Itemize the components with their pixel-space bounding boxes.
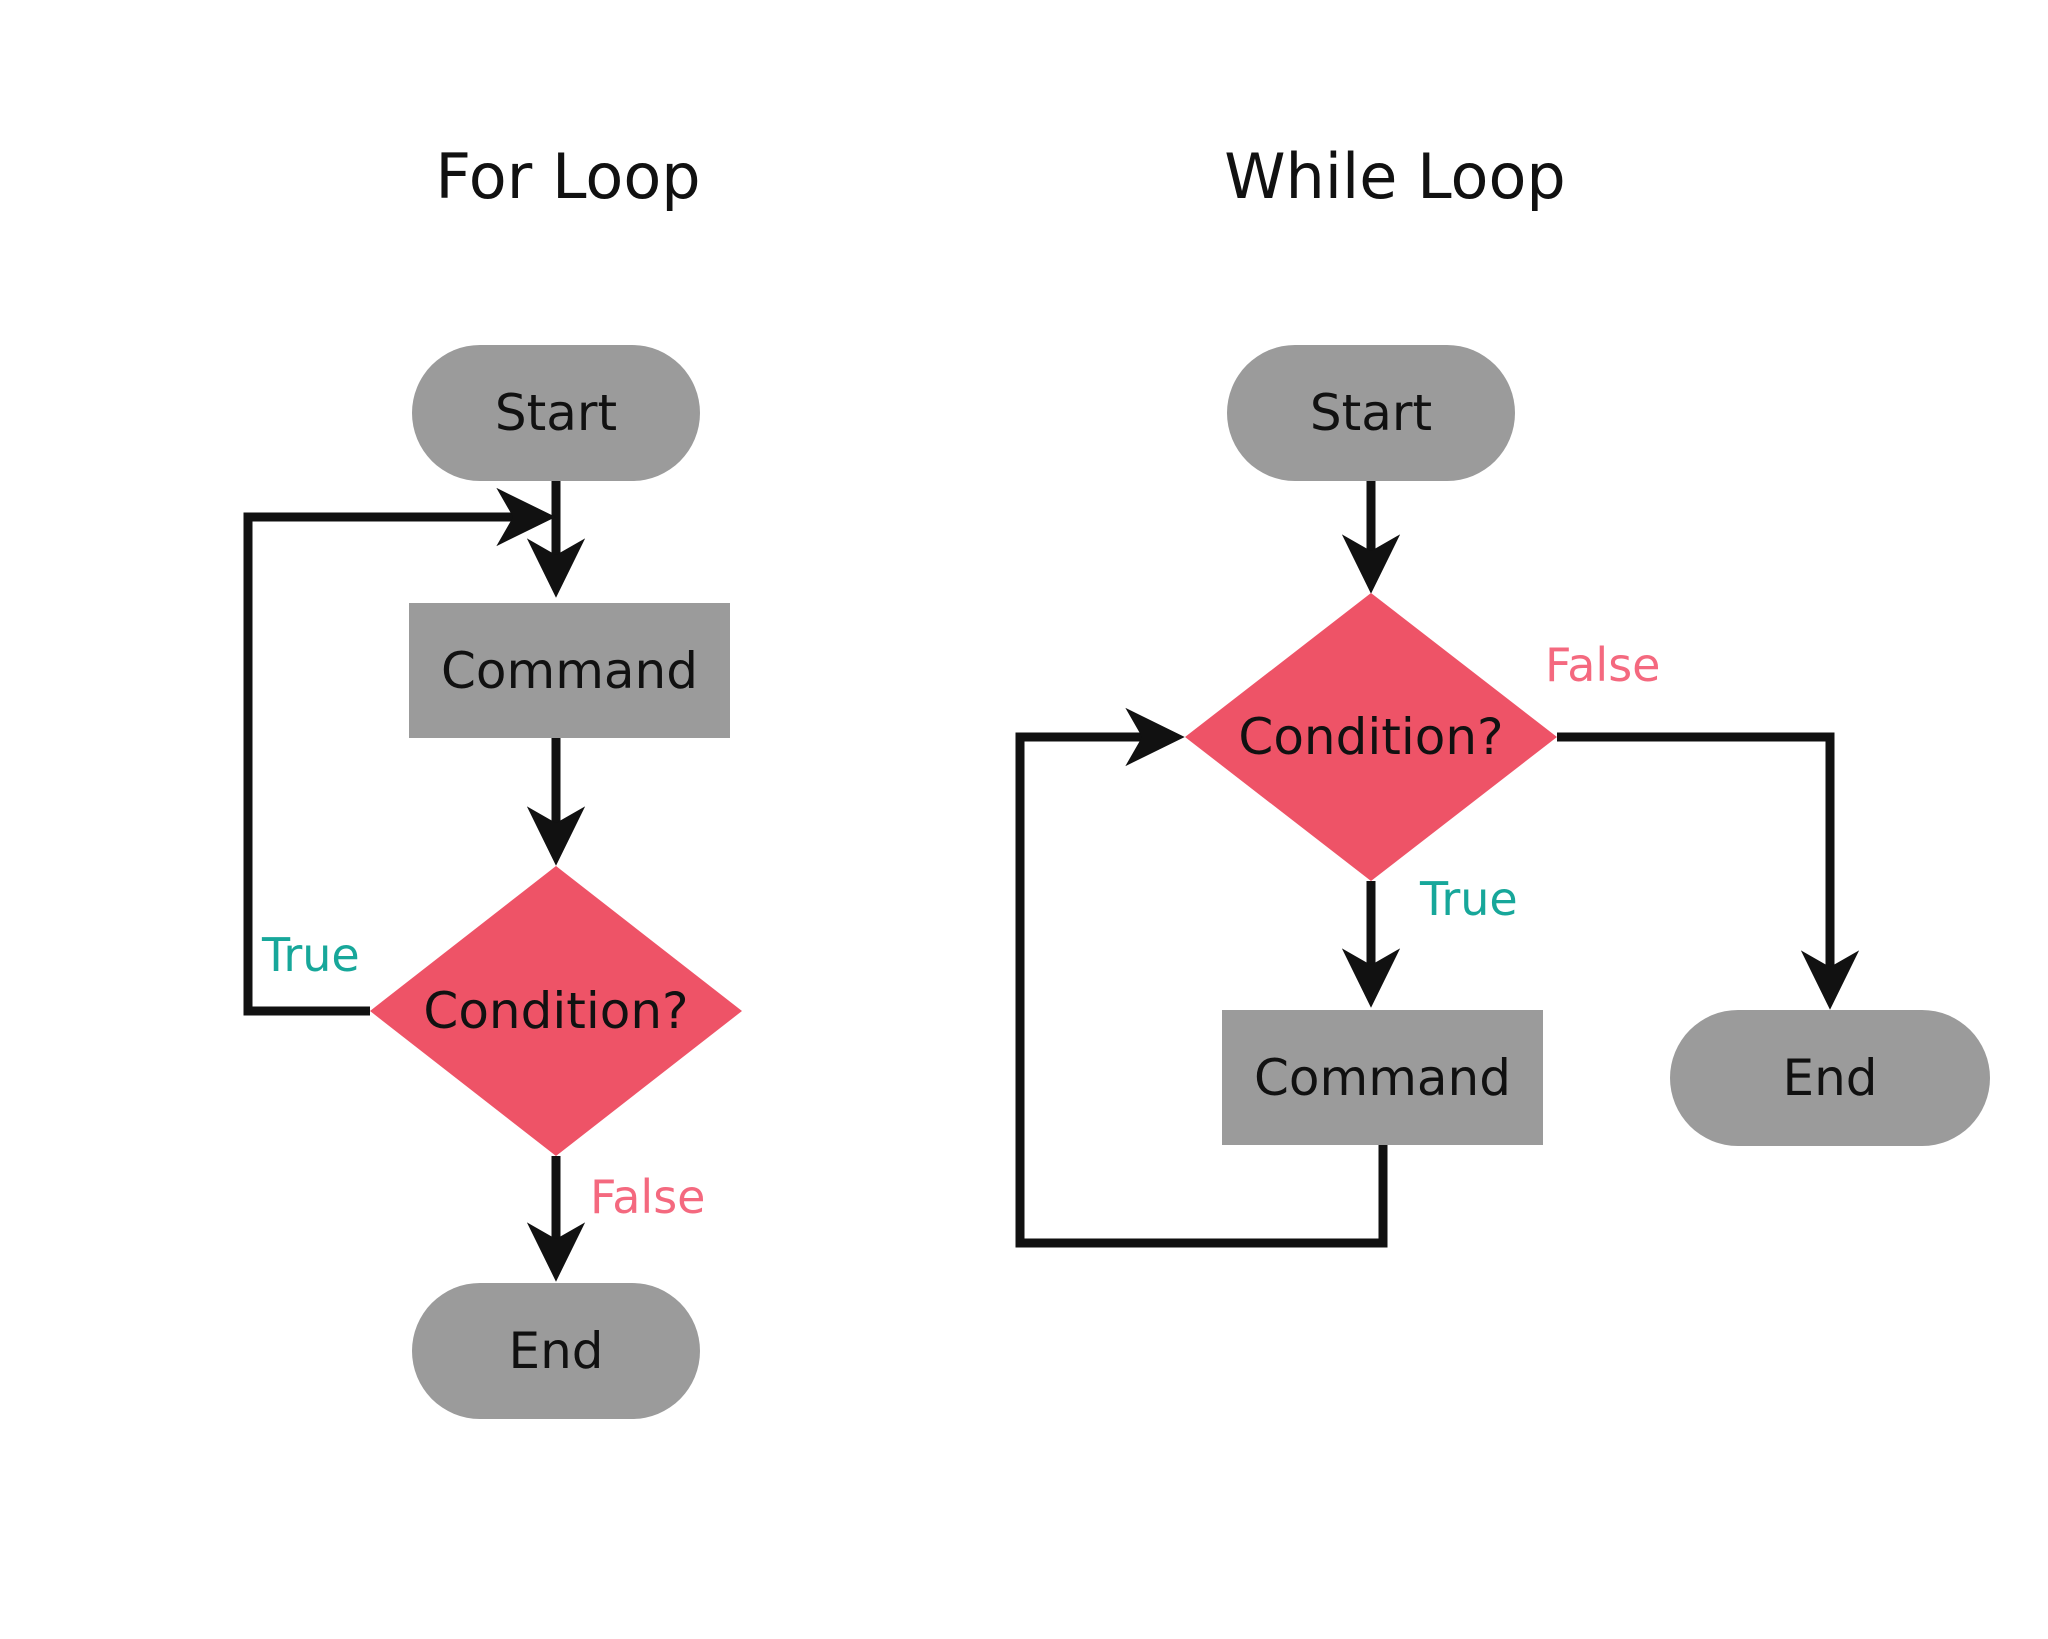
while-edge-label-true: True — [1420, 872, 1518, 926]
for-loop-title: For Loop — [435, 140, 701, 213]
for-condition-shape[interactable] — [370, 866, 742, 1156]
for-edge-label-false: False — [590, 1170, 706, 1224]
while-edge-label-false: False — [1545, 638, 1661, 692]
while-command-shape[interactable] — [1222, 1010, 1543, 1145]
for-start-shape[interactable] — [412, 345, 700, 481]
while-start-shape[interactable] — [1227, 345, 1515, 481]
while-edge-condition-false-end — [1557, 732, 1860, 1010]
while-edge-command-loopback — [1015, 707, 1388, 1248]
while-loop-title: While Loop — [1224, 140, 1566, 213]
while-condition-shape[interactable] — [1185, 593, 1557, 881]
for-edge-condition-true-loopback — [243, 487, 556, 1016]
while-end-shape[interactable] — [1670, 1010, 1990, 1146]
for-command-shape[interactable] — [409, 603, 730, 738]
for-edge-label-true: True — [262, 928, 360, 982]
for-end-shape[interactable] — [412, 1283, 700, 1419]
